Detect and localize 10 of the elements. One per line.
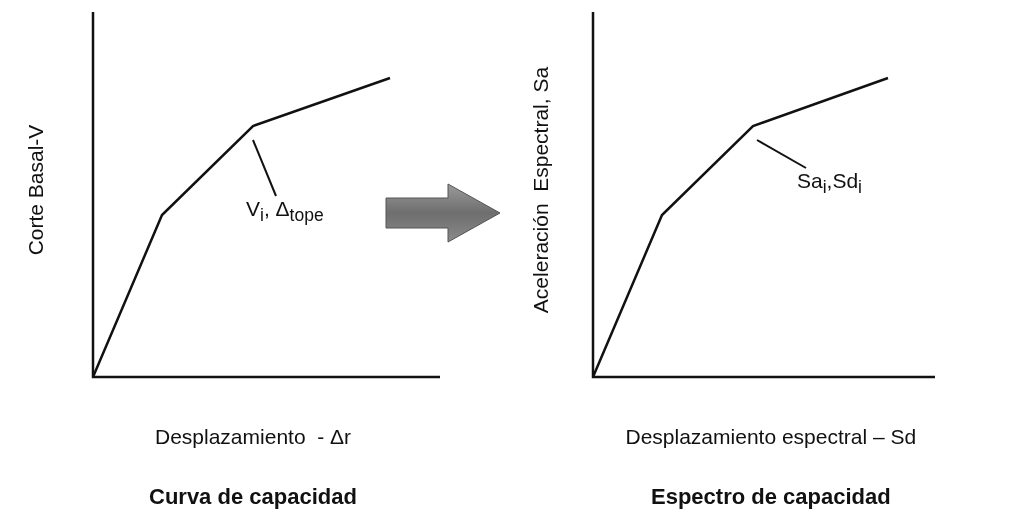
axis-title: Desplazamiento - Δr xyxy=(155,425,352,449)
axis-title: Desplazamiento espectral – Sd xyxy=(625,425,917,449)
axis-title: Aceleración Espectral, Sa xyxy=(529,66,554,314)
chart-caption: Espectro de capacidad xyxy=(651,485,891,509)
chart-caption: Curva de capacidad xyxy=(149,485,357,509)
callout-text: V$_{i}$, Δ$_{tope}$ xyxy=(246,196,324,229)
axis-title: Corte Basal-V xyxy=(23,124,48,256)
leader-line xyxy=(252,139,277,197)
leader-line xyxy=(756,139,807,169)
callout-text: Sa$_{i}$,Sd$_{i}$ xyxy=(797,168,862,201)
